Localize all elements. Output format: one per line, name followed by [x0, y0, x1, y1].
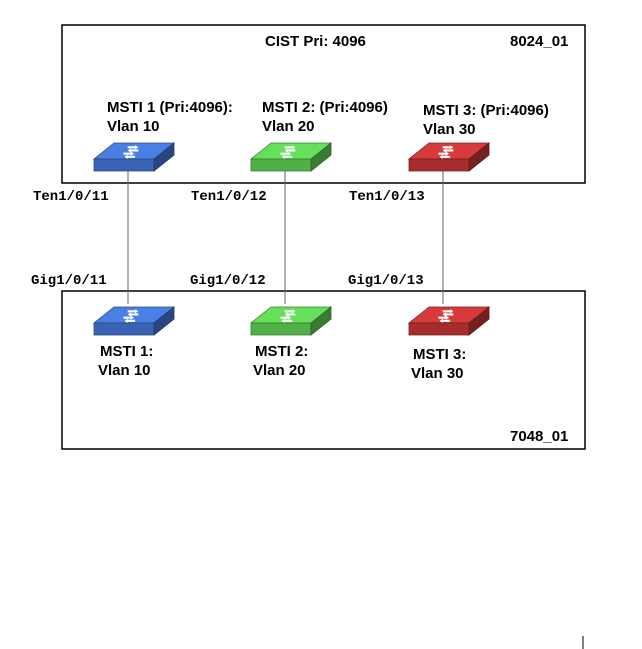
upper-switch-box	[61, 24, 586, 184]
lower-port-2: Gig1/0/12	[190, 273, 266, 289]
cist-priority-label: CIST Pri: 4096	[265, 33, 366, 50]
switch-front-face	[250, 322, 312, 336]
lower-msti-1-vlan: Vlan 10	[98, 362, 151, 379]
upper-switch-icon-blue	[92, 142, 176, 172]
switch-side-face	[310, 142, 332, 172]
lower-port-3: Gig1/0/13	[348, 273, 424, 289]
lower-switch-icon-green	[249, 306, 333, 336]
upper-switch-name: 8024_01	[510, 33, 568, 50]
switch-side-face	[153, 306, 175, 336]
switch-side-face	[468, 142, 490, 172]
lower-msti-3-vlan: Vlan 30	[411, 365, 464, 382]
upper-switch-icon-red	[407, 142, 491, 172]
upper-port-3: Ten1/0/13	[349, 189, 425, 205]
lower-switch-icon-red	[407, 306, 491, 336]
switch-front-face	[93, 158, 155, 172]
switch-front-face	[408, 158, 470, 172]
lower-msti-2-vlan: Vlan 20	[253, 362, 306, 379]
lower-port-1: Gig1/0/11	[31, 273, 107, 289]
upper-msti-1-vlan: Vlan 10	[107, 118, 160, 135]
switch-side-face	[153, 142, 175, 172]
lower-switch-box	[61, 290, 586, 450]
upper-msti-1-label: MSTI 1 (Pri:4096):	[107, 99, 233, 116]
upper-msti-2-label: MSTI 2: (Pri:4096)	[262, 99, 388, 116]
lower-msti-1-label: MSTI 1:	[100, 343, 153, 360]
upper-port-1: Ten1/0/11	[33, 189, 109, 205]
upper-msti-3-vlan: Vlan 30	[423, 121, 476, 138]
upper-msti-3-label: MSTI 3: (Pri:4096)	[423, 102, 549, 119]
upper-switch-icon-green	[249, 142, 333, 172]
upper-port-2: Ten1/0/12	[191, 189, 267, 205]
switch-side-face	[310, 306, 332, 336]
lower-msti-3-label: MSTI 3:	[413, 346, 466, 363]
lower-switch-name: 7048_01	[510, 428, 568, 445]
upper-msti-2-vlan: Vlan 20	[262, 118, 315, 135]
switch-side-face	[468, 306, 490, 336]
switch-front-face	[250, 158, 312, 172]
lower-msti-2-label: MSTI 2:	[255, 343, 308, 360]
switch-front-face	[93, 322, 155, 336]
lower-switch-icon-blue	[92, 306, 176, 336]
switch-front-face	[408, 322, 470, 336]
